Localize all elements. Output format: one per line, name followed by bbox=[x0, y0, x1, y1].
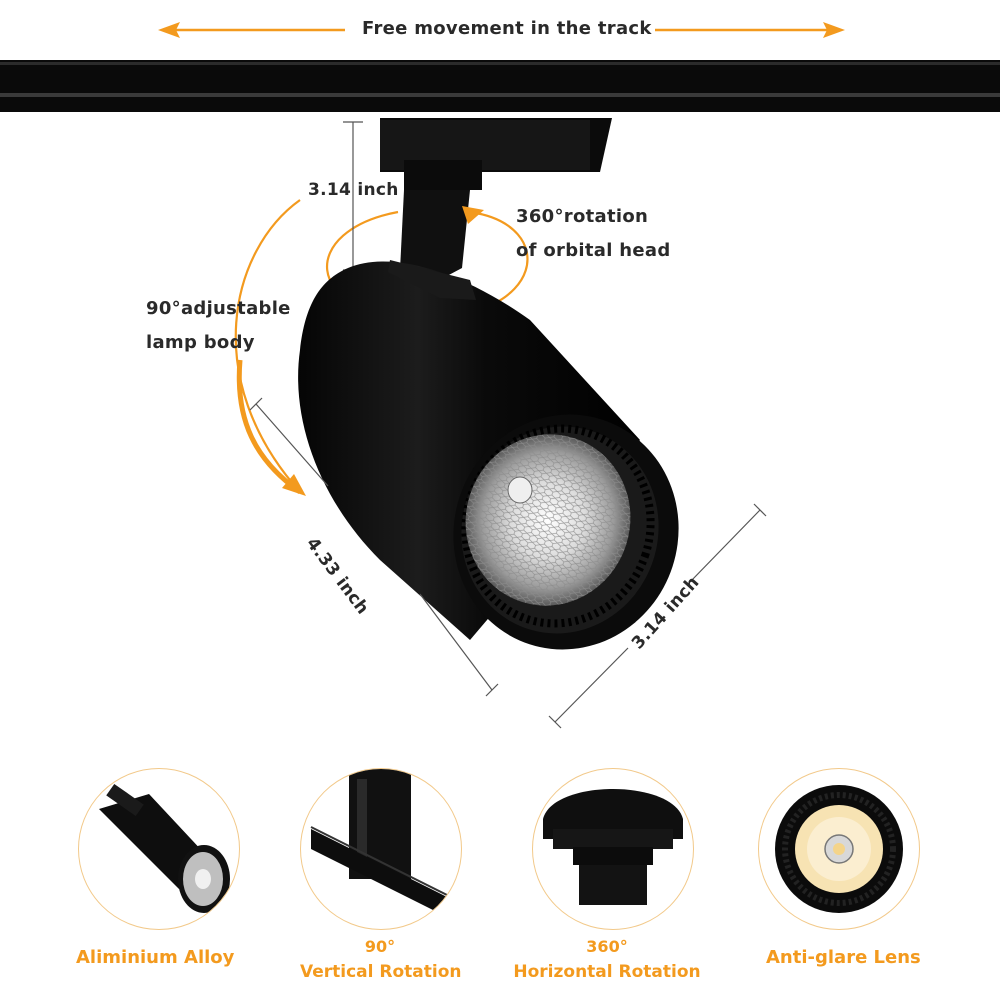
feature-image-lens bbox=[758, 768, 920, 930]
rotation-label-line1: 360°rotation bbox=[516, 206, 649, 227]
adjust-label-line1: 90°adjustable bbox=[146, 298, 291, 319]
adjust-arc bbox=[234, 199, 301, 493]
alloy-body-image bbox=[99, 783, 230, 913]
horizontal-joint-image bbox=[543, 789, 683, 905]
adjust-label-line2: lamp body bbox=[146, 332, 255, 353]
movement-arrows bbox=[158, 22, 845, 38]
stem bbox=[400, 190, 470, 285]
track-rail bbox=[0, 60, 1000, 112]
length-dimension bbox=[249, 397, 499, 697]
feature-image-alloy bbox=[78, 768, 240, 930]
lens-image bbox=[775, 785, 903, 913]
feature-subtitle-vertical: Vertical Rotation bbox=[300, 962, 462, 982]
movement-label: Free movement in the track bbox=[362, 18, 652, 39]
feature-title-vertical: 90° bbox=[364, 937, 396, 956]
rotation-label-line2: of orbital head bbox=[516, 240, 671, 261]
feature-image-vertical bbox=[300, 768, 462, 930]
track-adapter bbox=[380, 118, 612, 190]
feature-subtitle-horizontal: Horizontal Rotation bbox=[513, 962, 701, 982]
arrow-right-icon bbox=[655, 22, 845, 38]
spotlight bbox=[298, 260, 679, 650]
feature-image-horizontal bbox=[532, 768, 694, 930]
vertical-bracket-image bbox=[310, 769, 452, 919]
product-illustration bbox=[0, 60, 1000, 729]
feature-title-alloy: Aliminium Alloy bbox=[76, 947, 235, 968]
feature-title-horizontal: 360° bbox=[586, 937, 628, 956]
height-label: 3.14 inch bbox=[308, 180, 399, 200]
arrow-left-icon bbox=[158, 22, 345, 38]
feature-title-lens: Anti-glare Lens bbox=[766, 947, 921, 968]
diameter-dimension bbox=[548, 503, 767, 729]
